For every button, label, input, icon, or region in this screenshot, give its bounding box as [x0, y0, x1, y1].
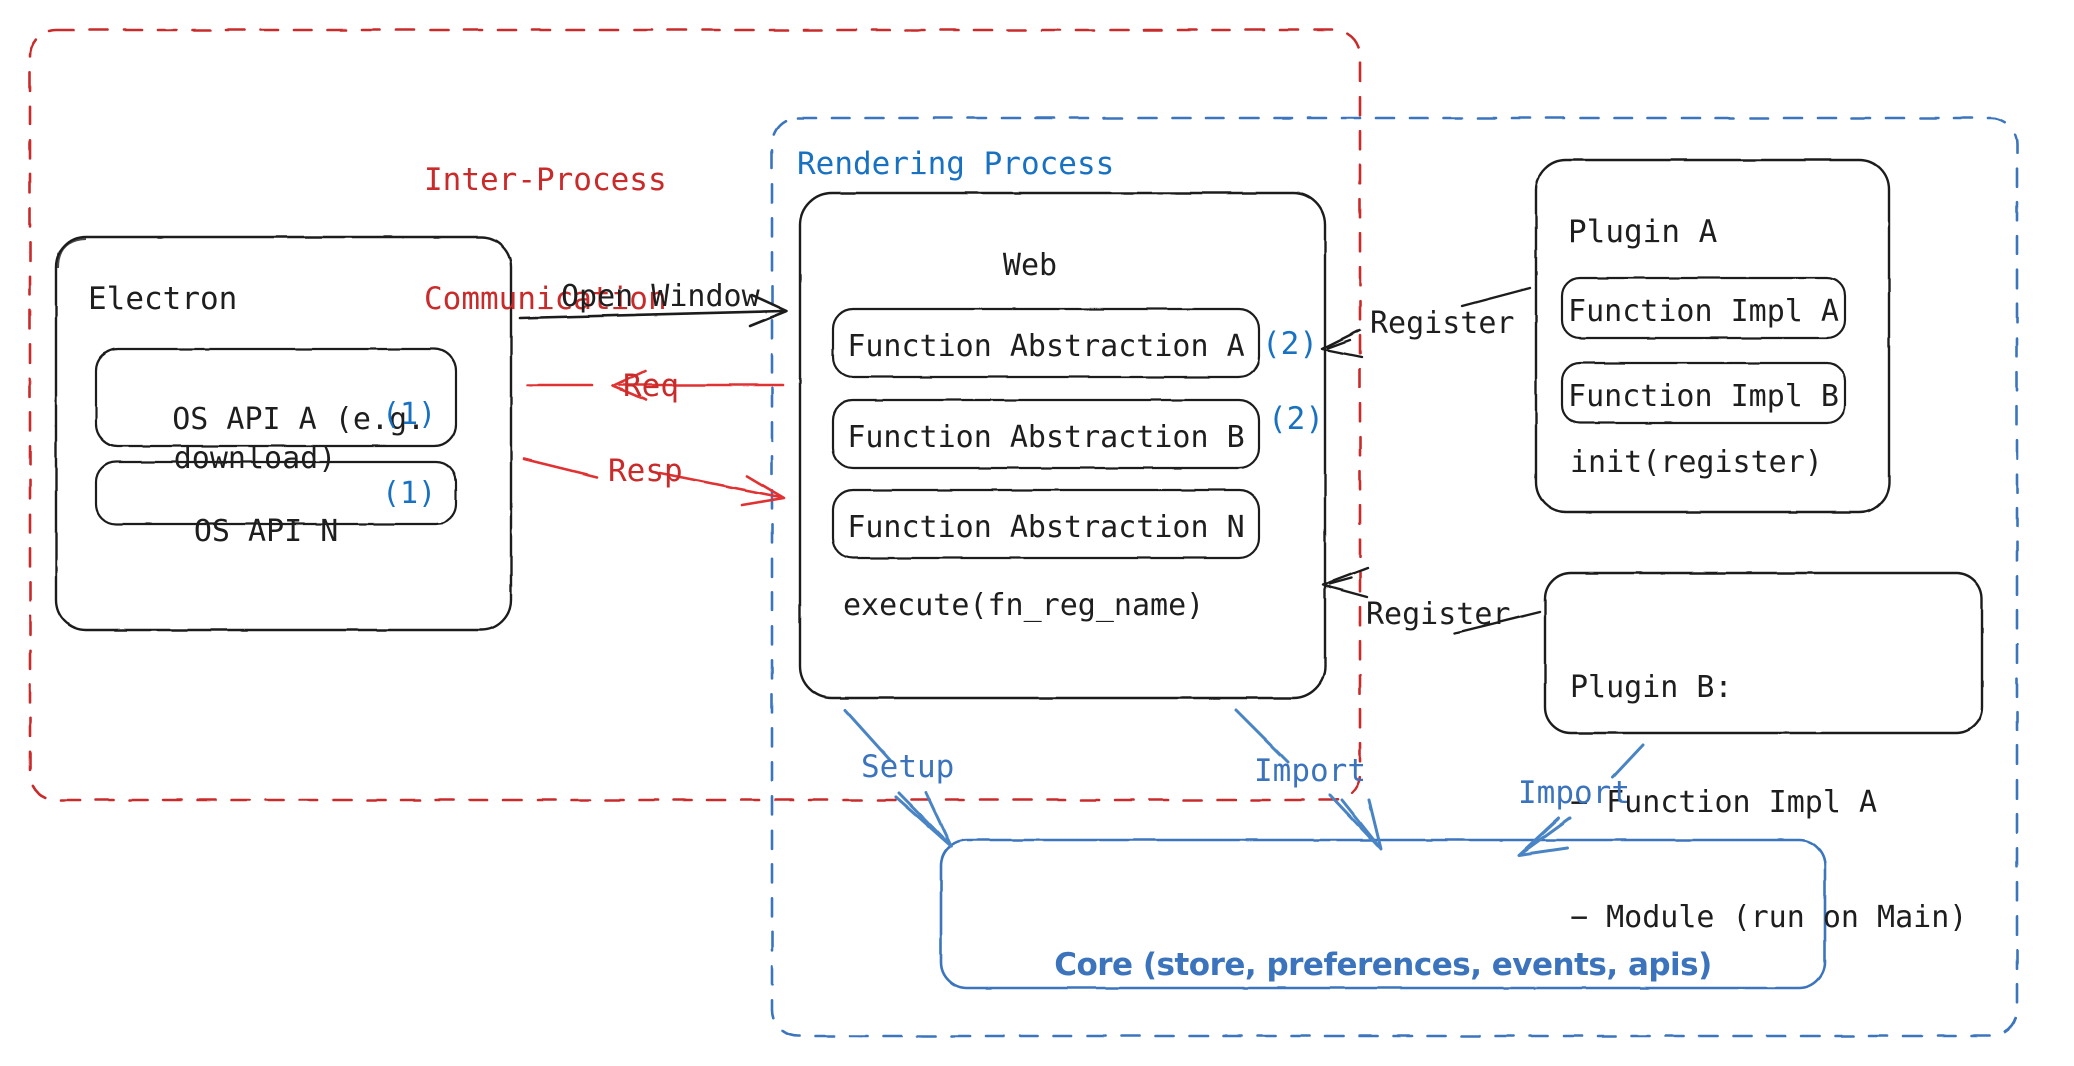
- function-abstraction-a-box-shape: [831, 307, 1261, 379]
- plugin-a-footer: init(register): [1570, 445, 1823, 480]
- plugin-b-box-shape: [1543, 571, 1984, 735]
- function-abstraction-n-box-shape: [831, 488, 1261, 560]
- plugin-a-item-1: Function Impl B: [1568, 379, 1839, 414]
- open-window-arrow: [518, 293, 789, 328]
- open-window-label: Open Window: [561, 279, 760, 314]
- os-api-a-box-shape: [94, 347, 458, 448]
- register-plugin-a-arrow: [1320, 286, 1532, 359]
- req-label: Req: [623, 368, 679, 404]
- import-web-label: Import: [1254, 753, 1366, 789]
- function-impl-b-box-shape: [1560, 361, 1847, 425]
- os-api-a-label: OS API A (e.g. download): [100, 363, 425, 517]
- plugin-a-item-0: Function Impl A: [1568, 294, 1839, 329]
- plugin-b-line-1: − Function Impl A: [1570, 784, 1878, 820]
- os-api-n-box-shape: [94, 460, 458, 526]
- register-plugin-b-arrow: [1321, 566, 1542, 635]
- import-web-arrow: [1234, 708, 1383, 851]
- setup-label: Setup: [861, 749, 955, 785]
- plugin-a-title: Plugin A: [1568, 214, 1718, 250]
- setup-arrow: [843, 708, 953, 848]
- function-abstraction-a-marker: (2): [1262, 326, 1318, 362]
- os-api-a-name: OS API A (e.g. download): [172, 402, 426, 476]
- web-title: Web: [1002, 248, 1058, 283]
- req-arrow: [525, 369, 785, 402]
- function-impl-a-box-shape: [1560, 276, 1847, 340]
- ipc-boundary-label-line1: Inter-Process: [424, 162, 667, 199]
- plugin-b-line-0: Plugin B:: [1570, 669, 1733, 705]
- core-line-1: Core (store, preferences, events, apis): [1054, 946, 1712, 983]
- plugin-b-line-2: − Module (run on Main): [1570, 900, 1968, 936]
- resp-arrow: [522, 457, 786, 507]
- ipc-boundary-shape: [28, 28, 1362, 802]
- ipc-boundary-label-line2: Communication: [424, 281, 667, 318]
- ipc-boundary-label: Inter-Process Communication: [424, 82, 667, 399]
- web-footer: execute(fn_reg_name): [843, 588, 1205, 623]
- function-abstraction-b-box-shape: [831, 398, 1261, 470]
- rendering-process-label: Rendering Process: [797, 146, 1115, 182]
- os-api-n-label: OS API N: [100, 475, 360, 590]
- function-abstraction-a-label: Function Abstraction A: [847, 329, 1245, 364]
- os-api-n-marker: (1): [382, 476, 437, 511]
- os-api-n-name: OS API N: [193, 514, 339, 550]
- import-plugin-arrow: [1517, 743, 1645, 857]
- electron-title: Electron: [88, 281, 238, 317]
- core-text: Core (store, preferences, events, apis) …: [941, 861, 1825, 1066]
- register-plugin-b-label: Register: [1366, 597, 1511, 632]
- os-api-a-marker: (1): [382, 397, 437, 432]
- function-abstraction-b-label: Function Abstraction B: [847, 420, 1245, 455]
- function-abstraction-n-label: Function Abstraction N: [847, 510, 1245, 545]
- function-abstraction-b-marker: (2): [1268, 401, 1324, 437]
- import-plugin-label: Import: [1518, 775, 1630, 811]
- resp-label: Resp: [608, 453, 683, 489]
- rendering-process-boundary-shape: [770, 116, 2019, 1038]
- register-plugin-a-label: Register: [1370, 306, 1515, 341]
- core-box-shape: [939, 838, 1827, 990]
- plugin-b-lines: Plugin B: − Function Impl A − Module (ru…: [1570, 592, 1967, 1014]
